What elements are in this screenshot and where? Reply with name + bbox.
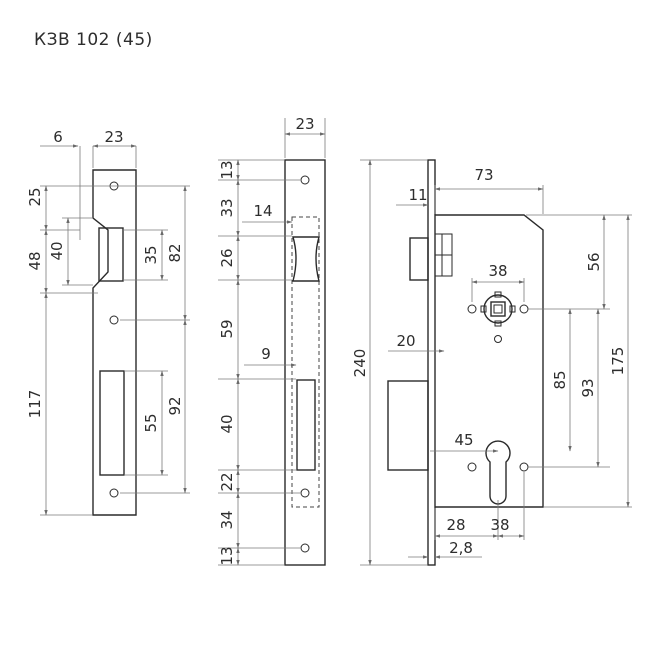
faceplate-screw-hole-bottom [300, 543, 310, 553]
strike-screw-hole-middle [109, 315, 119, 325]
lock-case-outline [435, 214, 544, 508]
dim-lock-175: 175 [609, 347, 627, 376]
dim-strike-23: 23 [104, 128, 123, 146]
dim-lock-45: 45 [454, 431, 473, 449]
case-screw-hole [494, 335, 502, 343]
dim-lock-38-spindle: 38 [488, 262, 507, 280]
dim-face-33: 33 [218, 198, 236, 217]
dim-face-14: 14 [253, 202, 272, 220]
dim-lock-28: 28 [446, 516, 465, 534]
lock-faceplate-side [427, 159, 436, 566]
deadbolt [387, 380, 429, 471]
faceplate-outline [284, 159, 326, 566]
dim-lock-56: 56 [585, 252, 603, 271]
dim-strike-55: 55 [142, 413, 160, 432]
dim-face-13-bottom: 13 [218, 546, 236, 565]
dim-face-13-top: 13 [218, 160, 236, 179]
latch-window [98, 227, 124, 282]
lock-case-hidden-outline [291, 216, 320, 508]
dim-face-34: 34 [218, 510, 236, 529]
dim-lock-11: 11 [408, 186, 427, 204]
dim-lock-20: 20 [396, 332, 415, 350]
faceplate-screw-hole-lower [300, 488, 310, 498]
dim-strike-82: 82 [166, 243, 184, 262]
euro-cylinder-cutout [485, 440, 511, 505]
dim-lock-38-backset: 38 [490, 516, 509, 534]
lock-body: 240 11 73 38 56 20 85 93 175 45 28 38 2,… [351, 159, 632, 566]
handle-screw-hole-left [467, 304, 477, 314]
deadbolt-opening [296, 379, 316, 471]
dim-strike-92: 92 [166, 396, 184, 415]
strike-plate: 6 23 25 48 40 35 82 117 55 92 [26, 128, 190, 516]
dim-face-9: 9 [261, 345, 271, 363]
latch-bolt [409, 237, 429, 281]
dim-lock-2-8: 2,8 [449, 539, 473, 557]
dim-strike-6: 6 [53, 128, 63, 146]
dim-lock-85: 85 [551, 370, 569, 389]
dim-face-26: 26 [218, 248, 236, 267]
dim-face-22: 22 [218, 472, 236, 491]
dim-lock-240: 240 [351, 349, 369, 378]
spindle-follower [480, 291, 516, 327]
bolt-window [99, 370, 125, 476]
dim-strike-40: 40 [48, 241, 66, 260]
dim-lock-73: 73 [474, 166, 493, 184]
dim-strike-48: 48 [26, 251, 44, 270]
dim-strike-117: 117 [26, 390, 44, 419]
dim-strike-25: 25 [26, 187, 44, 206]
dim-lock-93: 93 [579, 378, 597, 397]
dim-face-40: 40 [218, 414, 236, 433]
cylinder-screw-hole-left [467, 462, 477, 472]
dim-strike-35: 35 [142, 245, 160, 264]
dim-face-23: 23 [295, 115, 314, 133]
handle-screw-hole-right [519, 304, 529, 314]
latch-bolt-opening [292, 236, 320, 282]
faceplate: 23 13 33 14 26 59 9 40 22 34 13 [218, 115, 326, 566]
faceplate-screw-hole-top [300, 175, 310, 185]
strike-plate-outline [92, 169, 137, 516]
page-title: КЗВ 102 (45) [34, 30, 153, 50]
dim-face-59: 59 [218, 319, 236, 338]
strike-screw-hole-bottom [109, 488, 119, 498]
cylinder-screw-hole-right [519, 462, 529, 472]
